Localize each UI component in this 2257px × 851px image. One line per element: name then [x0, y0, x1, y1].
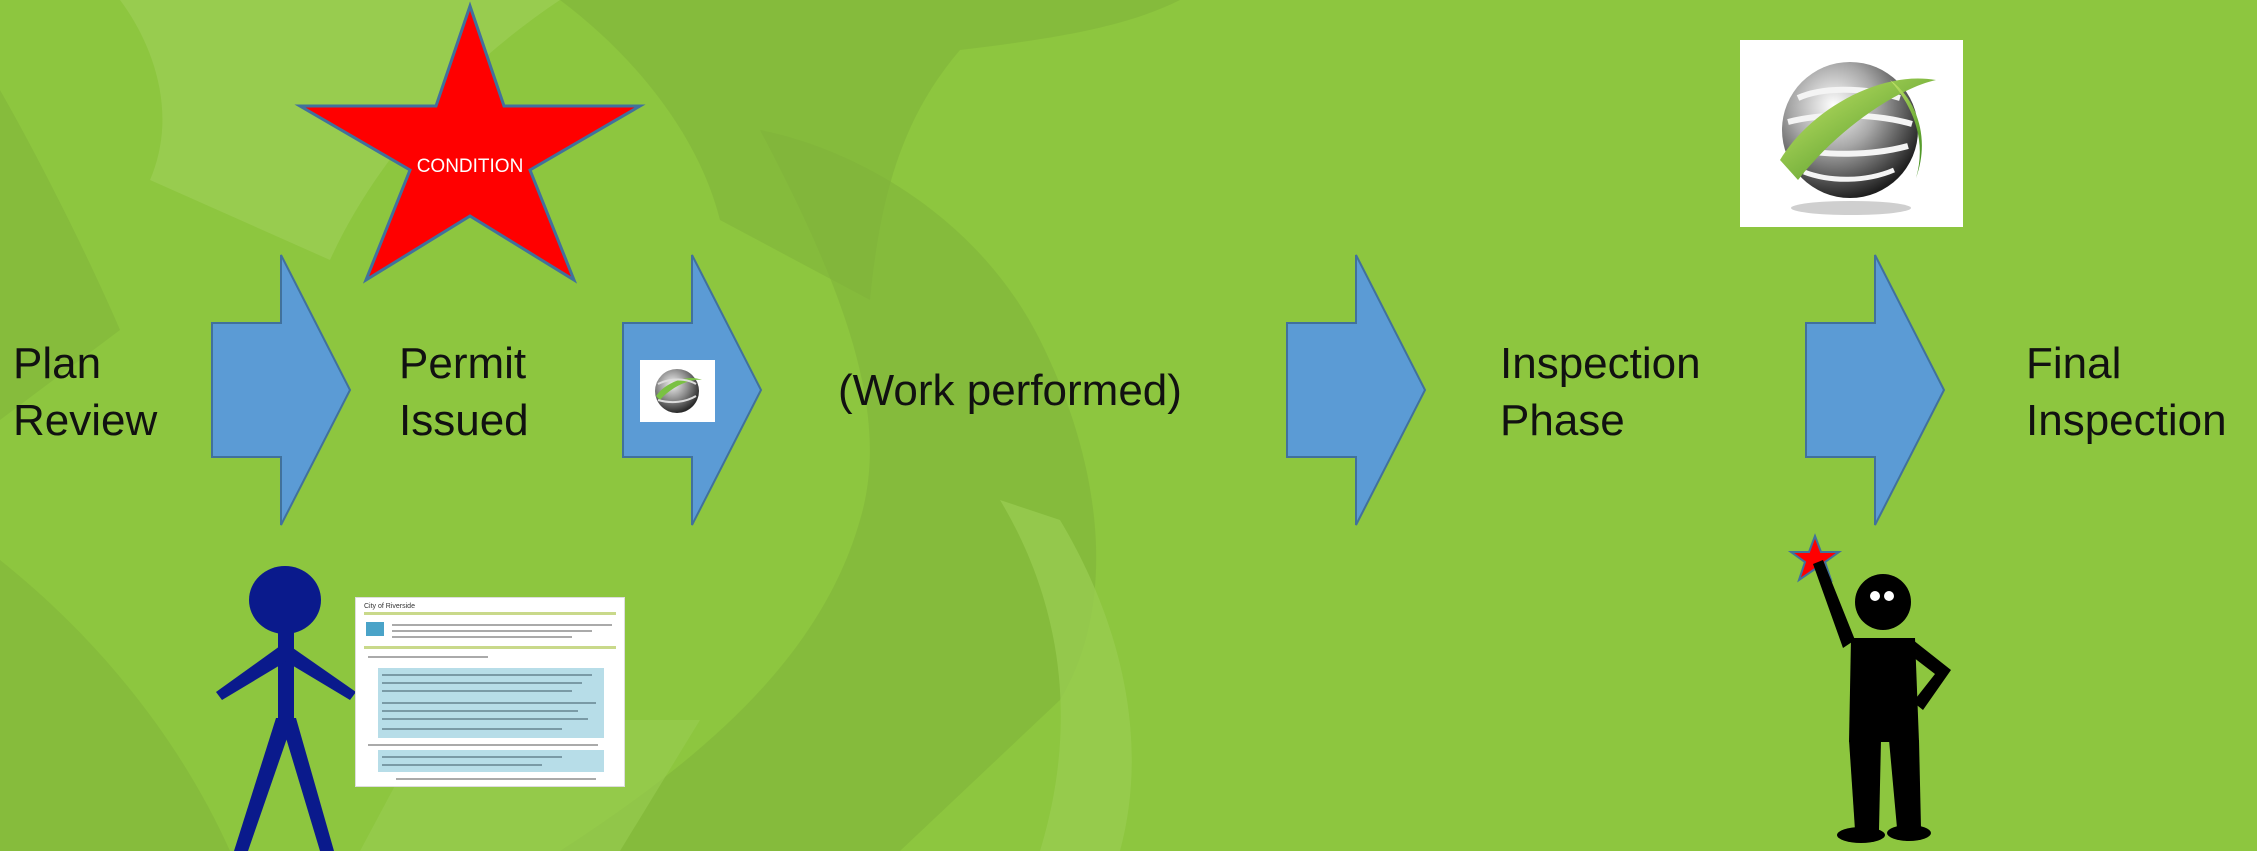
stage-permit-issued-line1: Permit	[399, 339, 527, 388]
permit-document-header: City of Riverside	[364, 603, 415, 610]
stage-work-performed-line1: (Work performed)	[838, 366, 1182, 415]
permit-document-preview: City of Riverside	[364, 603, 616, 780]
stage-inspection-phase-line2: Phase	[1500, 396, 1625, 445]
stage-work-performed: (Work performed)	[838, 362, 1182, 419]
flow-arrow-3	[1286, 254, 1427, 526]
stage-permit-issued: Permit Issued	[399, 335, 529, 449]
condition-star: CONDITION	[294, 1, 646, 284]
sphere-logo-small	[640, 360, 715, 422]
stage-final-inspection-line1: Final	[2026, 339, 2122, 388]
permit-document: City of Riverside	[355, 597, 625, 787]
stage-final-inspection-line2: Inspection	[2026, 396, 2227, 445]
stage-inspection-phase: Inspection Phase	[1500, 335, 1701, 449]
stage-plan-review: Plan Review	[13, 335, 157, 449]
inspector-stick-figure	[1787, 533, 1951, 843]
stage-final-inspection: Final Inspection	[2026, 335, 2227, 449]
flow-arrow-1	[211, 254, 352, 526]
stage-inspection-phase-line1: Inspection	[1500, 339, 1701, 388]
applicant-stick-figure	[216, 566, 356, 851]
stage-plan-review-line2: Review	[13, 396, 158, 445]
sphere-logo-large	[1740, 40, 1963, 227]
condition-star-label: CONDITION	[417, 156, 524, 177]
stage-plan-review-line1: Plan	[13, 339, 102, 388]
stage-permit-issued-line2: Issued	[399, 396, 529, 445]
sphere-logo-small-icon	[655, 369, 702, 413]
sphere-logo-large-icon	[1780, 62, 1936, 215]
inspector-held-star-icon	[1787, 533, 1843, 583]
flow-arrow-4	[1805, 254, 1946, 526]
